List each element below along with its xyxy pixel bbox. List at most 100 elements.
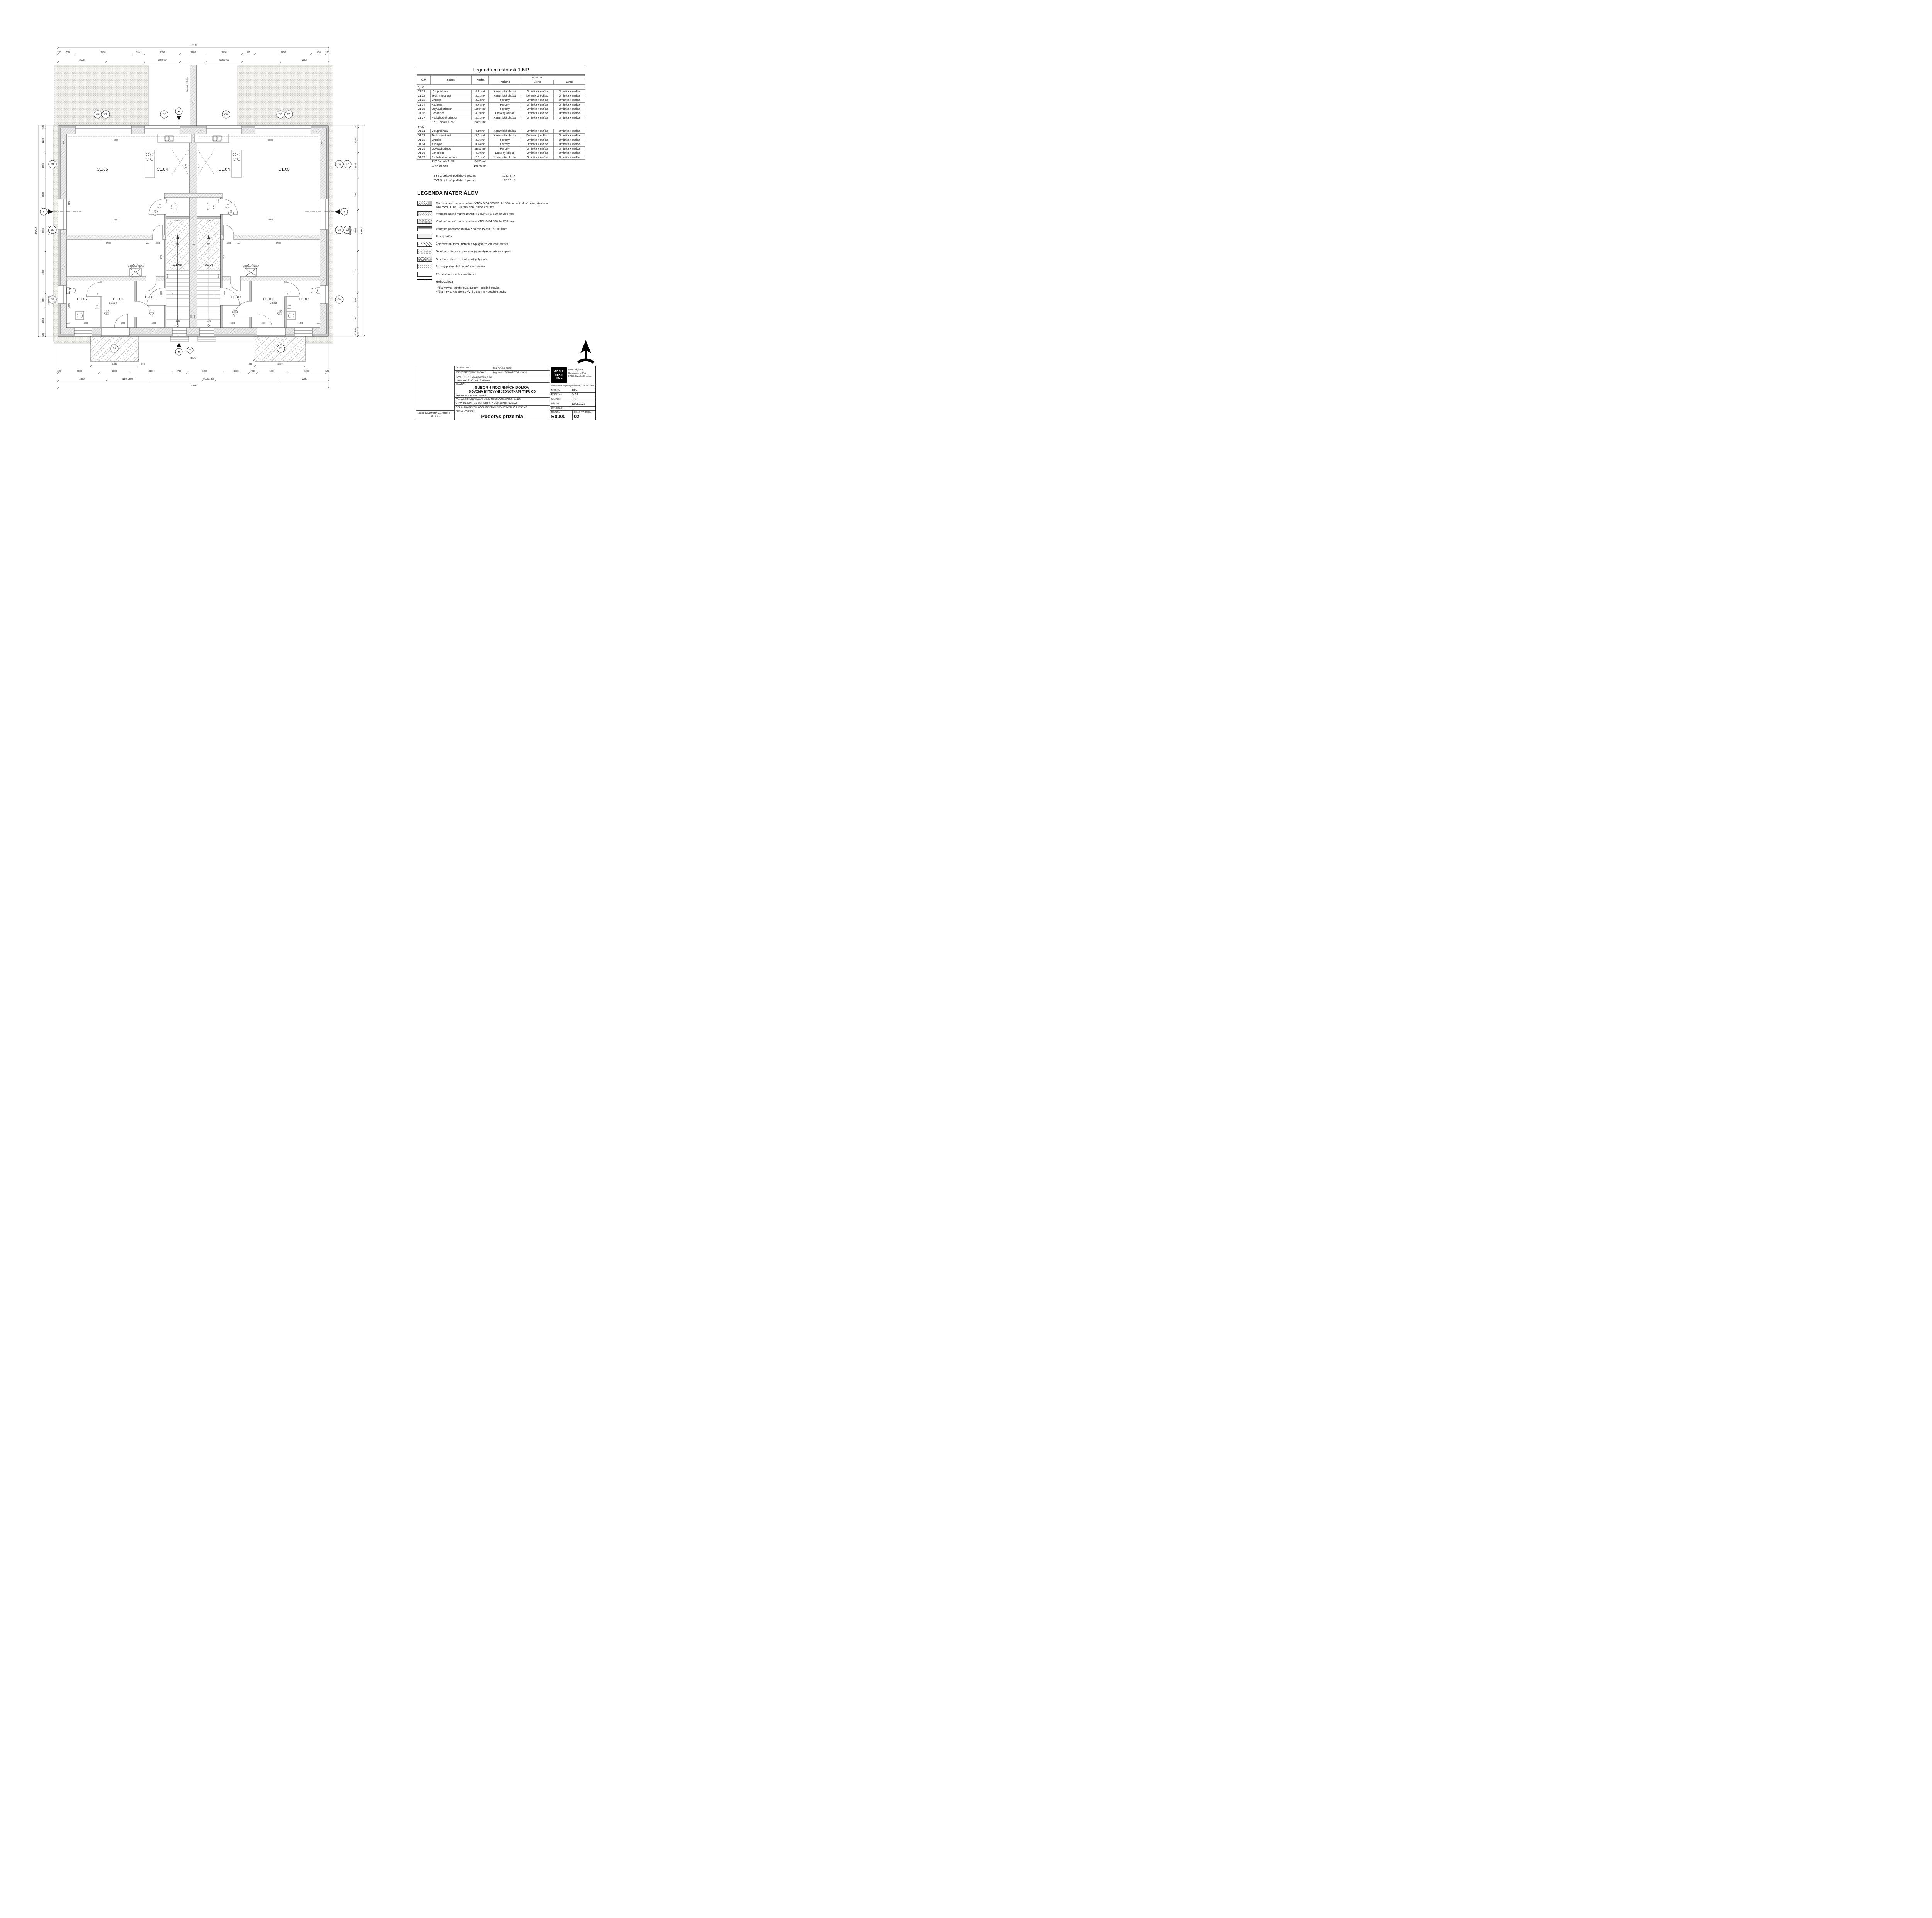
firm-city: 97401 Banská Bystrica bbox=[568, 375, 591, 378]
section-label-byt-c: Byt C bbox=[417, 85, 425, 89]
table-cell: Schodisko bbox=[430, 150, 472, 156]
firm-street: Komenského 24A bbox=[568, 372, 586, 374]
room-label-C1-02: C1.02 bbox=[77, 297, 88, 301]
door-tag: P bbox=[234, 313, 235, 315]
table-cell: D1.01 bbox=[417, 129, 431, 134]
axis-O4: O4 bbox=[338, 163, 341, 166]
door-tag: 02 bbox=[154, 211, 156, 213]
plan-dim-label: 800 bbox=[190, 315, 192, 318]
spacer-cell bbox=[489, 160, 585, 164]
door-tag: L bbox=[231, 214, 232, 216]
table-cell: Vstupná hala bbox=[430, 89, 472, 94]
table-cell: Omietka + maľba bbox=[553, 155, 586, 160]
plan-dim-label: 120 bbox=[57, 51, 61, 54]
plan-dim-label: 1500 bbox=[112, 370, 117, 373]
plan-dim-label: 700 bbox=[287, 305, 291, 307]
axis-O2: O2 bbox=[51, 299, 54, 301]
stavba-line2: S DVOMA BYTOVÝMI JEDNOTKAMI TYPU CD bbox=[468, 390, 536, 394]
table-cell: 3.95 m² bbox=[471, 137, 489, 143]
row-druh-projektu: DRUH PROJEKTU: ARCHITEKTONICKO-STAVEBNÉ … bbox=[454, 406, 550, 410]
room-label-D1-04: D1.04 bbox=[218, 167, 230, 172]
wall-note: bet. múr v. 2.0 m bbox=[186, 77, 189, 91]
plan-dim-label: 730 bbox=[66, 51, 70, 54]
logo-line2: TEKTI bbox=[554, 373, 563, 376]
col-header-stena: Stena bbox=[521, 80, 554, 85]
plan-dim-label: 1180 bbox=[207, 320, 211, 322]
material-text: Hydroizolácia bbox=[436, 280, 453, 284]
plan-dim-label: 2080 bbox=[355, 270, 357, 275]
door-tag: P bbox=[155, 214, 156, 216]
plan-dim-label: 1400 bbox=[298, 322, 303, 325]
interior-walls bbox=[66, 193, 320, 328]
row-investor: INVESTOR: R development s.r.o. Haanova 1… bbox=[454, 375, 550, 383]
room-label-C1-03: C1.03 bbox=[145, 295, 156, 300]
authorized-architect: AUTORIZOVANÝ ARCHITEKT 1810 AA bbox=[416, 410, 454, 420]
plan-dim-label: 3100 bbox=[198, 164, 200, 168]
plan-dim-label: 900 bbox=[176, 243, 180, 246]
title-block-stamp-column: AUTORIZOVANÝ ARCHITEKT 1810 AA bbox=[416, 366, 455, 420]
table-cell: Obývací priestor bbox=[430, 146, 472, 151]
axis-O5: O5 bbox=[279, 114, 282, 116]
axis-markers bbox=[48, 110, 352, 354]
total-d-label: BYT D spolu 1. NP bbox=[431, 160, 455, 163]
fireplace-label: KRBOVÁ VLOŽKA bbox=[243, 264, 259, 267]
axis-O8: O8 bbox=[96, 114, 100, 116]
table-cell: C1.02 bbox=[417, 94, 431, 99]
room-label-D1-05: D1.05 bbox=[278, 167, 289, 172]
swatch-inner-wall-250 bbox=[417, 211, 432, 216]
plan-dim-label: 900 bbox=[207, 243, 211, 246]
swatch-eps-insulation bbox=[417, 249, 432, 254]
table-cell: Omietka + maľba bbox=[521, 111, 554, 116]
table-cell: Chodba bbox=[430, 137, 472, 143]
axis-O3: O3 bbox=[51, 229, 54, 231]
title-block-right-column: ARCHI TEKTI TIME architt.sk, s.r.o. Kome… bbox=[550, 366, 595, 420]
plan-dim-label: 1970 bbox=[95, 308, 100, 310]
material-item: Murivo nosné murivo z tvárnic YTONG P4-5… bbox=[417, 201, 561, 209]
plan-dim-label: 120 bbox=[57, 370, 61, 373]
plan-dim-label: 3100 bbox=[185, 164, 188, 168]
table-cell: Omietka + maľba bbox=[521, 129, 554, 134]
plan-dim-label: 1250 bbox=[97, 292, 99, 296]
plan-dim-label: 600(1750) bbox=[203, 378, 214, 380]
entry-steps bbox=[138, 336, 255, 342]
table-cell: Parkety bbox=[488, 98, 521, 103]
plan-dim-label: 120 bbox=[355, 125, 357, 129]
plan-dim-label: 570 bbox=[166, 199, 168, 203]
table-cell: 8.74 m² bbox=[471, 142, 489, 147]
plan-dim-label: 6600 bbox=[223, 255, 225, 259]
swatch-hydro-membrane bbox=[417, 279, 432, 282]
table-cell: Omietka + maľba bbox=[553, 98, 586, 103]
spacer-cell bbox=[417, 164, 431, 168]
table-cell: Omietka + maľba bbox=[521, 115, 554, 120]
plan-dim-label: 1140 bbox=[213, 205, 215, 209]
plan-dim-label: 1500(850) bbox=[48, 226, 50, 235]
stove-icon bbox=[233, 153, 240, 161]
table-cell: 4.09 m² bbox=[471, 150, 489, 156]
obsah-label: OBSAH VÝKRESU: bbox=[456, 410, 475, 413]
door-tag: P bbox=[106, 313, 107, 315]
plan-dim-label: 1180 bbox=[176, 320, 180, 322]
col-header-podlaha: Podlaha bbox=[488, 80, 521, 85]
table-cell: C1.03 bbox=[417, 98, 431, 103]
drawing-title: Pôdorys prízemia bbox=[481, 414, 523, 420]
row-zodpovedny: ZODPOVEDNÝ PROJEKTANT: Ing. arch. TOMÁŠ … bbox=[454, 370, 550, 375]
investor-line1: INVESTOR: R development s.r.o. bbox=[456, 376, 493, 379]
plan-dim-label: 1500(850) bbox=[48, 296, 50, 305]
door-tag: 02 bbox=[105, 310, 108, 312]
authorized-line1: AUTORIZOVANÝ ARCHITEKT bbox=[418, 412, 452, 415]
fireplace-c bbox=[129, 264, 142, 277]
door-tag: 04 bbox=[150, 310, 153, 312]
spacer-cell bbox=[417, 120, 431, 124]
row-kat-uzemie: KAT. ÚZEMIE: MILOSLAVOV, OBEC: MILOSLAVO… bbox=[454, 398, 550, 401]
material-item: Vnútorné priečkové murivo z tvárnic P4-5… bbox=[417, 226, 561, 231]
table-cell: Omietka + maľba bbox=[521, 106, 554, 112]
plan-dim-label: 6600 bbox=[160, 255, 163, 259]
table-cell: 4.21 m² bbox=[471, 89, 489, 94]
section-B: B bbox=[178, 351, 180, 354]
table-cell: D1.06 bbox=[417, 150, 431, 156]
